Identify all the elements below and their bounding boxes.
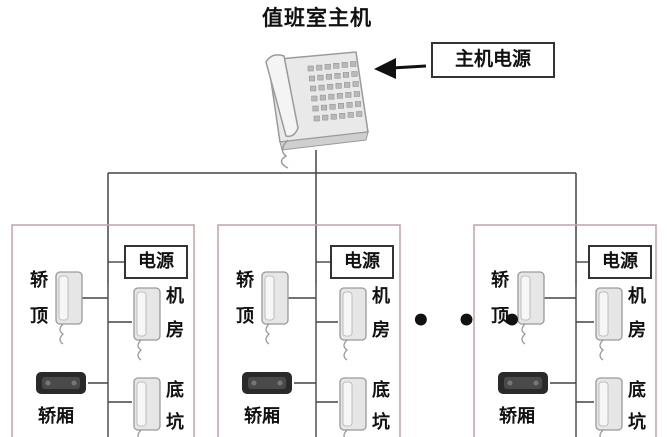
unit-1-car-intercom-icon <box>36 372 86 394</box>
unit-2-car-top-label-2: 顶 <box>236 306 254 327</box>
unit-1-pit-label-2: 坑 <box>166 412 184 433</box>
unit-3-car-intercom-icon <box>498 372 548 394</box>
unit-3-car-label: 轿厢 <box>499 406 535 427</box>
unit-1-machine-room-label-1: 机 <box>166 286 184 307</box>
unit-2-power-label: 电源 <box>330 245 394 279</box>
unit-1-car-top-label-2: 顶 <box>30 306 48 327</box>
unit-2-pit-phone-icon <box>339 377 367 437</box>
unit-3-machine-room-phone-icon <box>595 287 623 361</box>
unit-1-machine-room-phone-icon <box>133 287 161 361</box>
unit-3-pit-label-1: 底 <box>628 380 646 401</box>
unit-1-power-label: 电源 <box>124 245 188 279</box>
unit-3-machine-room-label-2: 房 <box>628 320 646 341</box>
unit-1-car-top-label-1: 轿 <box>30 270 48 291</box>
unit-2-panel <box>217 224 401 437</box>
arrow-icon <box>374 58 427 79</box>
unit-1-panel <box>11 224 195 437</box>
main-bus <box>107 150 577 285</box>
unit-1-machine-room-label-2: 房 <box>166 320 184 341</box>
unit-1-car-top-phone-icon <box>55 271 83 345</box>
unit-3-car-top-label-2: 顶 <box>491 306 509 327</box>
unit-2-pit-label-1: 底 <box>372 380 390 401</box>
unit-3 <box>473 224 657 437</box>
ellipsis: • • • <box>410 301 529 341</box>
unit-3-pit-phone-icon <box>595 377 623 437</box>
unit-2-machine-room-label-2: 房 <box>372 320 390 341</box>
unit-2-machine-room-label-1: 机 <box>372 286 390 307</box>
unit-3-panel <box>473 224 657 437</box>
unit-2-car-intercom-icon <box>242 372 292 394</box>
unit-3-car-top-label-1: 轿 <box>491 270 509 291</box>
unit-3-car-top-phone-icon <box>517 271 545 345</box>
duty-room-host-title: 值班室主机 <box>262 6 372 30</box>
unit-1-car-label: 轿厢 <box>38 406 74 427</box>
unit-1-pit-label-1: 底 <box>166 380 184 401</box>
unit-2 <box>217 224 401 437</box>
unit-2-machine-room-phone-icon <box>339 287 367 361</box>
host-phone-icon <box>265 51 369 169</box>
unit-3-pit-label-2: 坑 <box>628 412 646 433</box>
unit-2-car-label: 轿厢 <box>244 406 280 427</box>
unit-3-power-label: 电源 <box>588 245 652 279</box>
host-power-label: 主机电源 <box>431 42 555 78</box>
unit-2-car-top-phone-icon <box>261 271 289 345</box>
unit-1 <box>11 224 195 437</box>
unit-1-pit-phone-icon <box>133 377 161 437</box>
unit-3-machine-room-label-1: 机 <box>628 286 646 307</box>
unit-2-pit-label-2: 坑 <box>372 412 390 433</box>
unit-2-car-top-label-1: 轿 <box>236 270 254 291</box>
